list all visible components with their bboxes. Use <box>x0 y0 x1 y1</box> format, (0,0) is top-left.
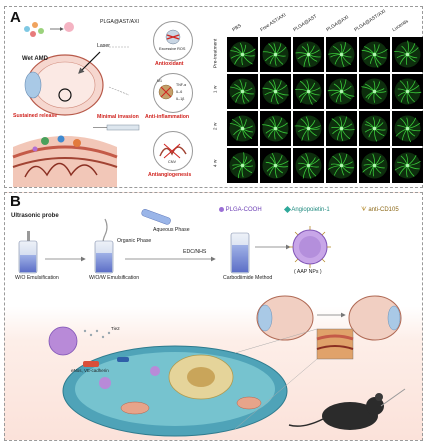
particle-label: PLGA@AST/AXI <box>100 19 139 25</box>
fundus-image <box>295 78 322 105</box>
wo-emulsification-label: W/O Emulsification <box>15 275 59 281</box>
column-header: PLGA@AST <box>292 14 319 34</box>
fundus-image <box>328 115 355 142</box>
column-header: PLGA@AST/AXI <box>353 9 387 34</box>
organic-phase-label: Organic Phase <box>117 238 152 244</box>
fundus-image <box>361 78 388 105</box>
row-header: 2 w <box>213 122 219 131</box>
angiogram-grid <box>227 37 423 183</box>
wow-emulsification-label: W/O/W Emulsification <box>89 275 140 281</box>
angiogram-cell <box>293 148 324 183</box>
legend-plga: PLGA-COOH <box>219 207 262 213</box>
excessive-ros-label: Excessive ROS <box>159 47 186 51</box>
angiogram-cell <box>227 148 258 183</box>
panel-b-letter: B <box>10 193 21 210</box>
anti-inflammation-label: Anti-inflammation <box>145 114 190 120</box>
fundus-image <box>394 78 422 105</box>
angiogram-cell <box>260 111 291 146</box>
fundus-image <box>229 115 256 142</box>
row-header: 4 w <box>213 159 219 168</box>
fundus-image <box>229 41 256 68</box>
fundus-image <box>361 41 388 68</box>
angiogram-cell <box>326 37 357 72</box>
angiogram-cell <box>359 148 390 183</box>
fundus-image <box>262 152 289 179</box>
angiogram-cell <box>392 74 423 109</box>
angiogram-cell <box>260 74 291 109</box>
fundus-image <box>361 152 388 179</box>
inflammation-callout: M1 TNF-α IL-6 IL-1β <box>153 73 193 113</box>
minimal-invasion-label: Minimal invasion <box>97 114 139 120</box>
fundus-image <box>361 115 388 142</box>
angiogram-cell <box>359 37 390 72</box>
fundus-image <box>262 41 289 68</box>
fundus-image <box>394 40 421 68</box>
panel-a: A PLGA@AST/AXI Wet AMD La <box>4 6 423 188</box>
ultrasonic-probe-label: Ultrasonic probe <box>11 213 59 219</box>
antiangiogenesis-label: Antiangiogenesis <box>148 172 192 178</box>
angiogram-cell <box>359 111 390 146</box>
cytokine-tnf: TNF-α <box>176 83 187 87</box>
edc-nhs-label: EDC/NHS <box>183 249 207 255</box>
column-header: PLGA@AXI <box>325 15 350 34</box>
angiogram-cell <box>293 111 324 146</box>
angiogram-cell <box>260 148 291 183</box>
fundus-image <box>394 152 421 179</box>
angiogram-cell <box>326 74 357 109</box>
aap-nps-label: ( AAP NPs ) <box>294 269 322 275</box>
column-header: Lucentis <box>391 19 410 34</box>
fundus-image <box>394 115 421 143</box>
tie2-label: Tie2 <box>111 326 120 331</box>
cnv-callout: CNV <box>153 131 193 171</box>
panel-b: B <box>4 192 423 441</box>
laser-label: Laser <box>97 43 110 49</box>
angiogram-cell <box>227 111 258 146</box>
angiogram-cell <box>227 37 258 72</box>
legend-angiopoietin: Angiopoietin-1 <box>283 205 330 214</box>
fundus-image <box>327 152 355 179</box>
row-header: 1 w <box>213 85 219 94</box>
fundus-image <box>327 78 355 105</box>
angiogram-cell <box>359 74 390 109</box>
sustained-release-label: Sustained release <box>13 113 58 119</box>
cell-label-enos: eNos, VE-cadherin <box>71 368 109 373</box>
column-header: PBS <box>231 23 243 34</box>
fundus-image <box>294 115 322 142</box>
angiogram-cell <box>260 37 291 72</box>
angiopoietin-icon <box>283 205 292 214</box>
antioxidant-label: Antioxidant <box>155 61 184 67</box>
angiogram-cell <box>293 37 324 72</box>
aqueous-phase-label: Aqueous Phase <box>153 227 190 233</box>
fundus-image <box>262 78 289 105</box>
angiogram-cell <box>392 148 423 183</box>
fundus-image <box>295 152 322 179</box>
cnv-label: CNV <box>168 160 177 164</box>
row-header: Pre-treatment <box>213 38 219 69</box>
legend-cd105: ᗐ anti-CD105 <box>361 207 399 213</box>
wet-amd-label: Wet AMD <box>22 56 48 62</box>
panel-a-letter: A <box>10 9 21 26</box>
angiogram-cell <box>392 37 423 72</box>
cytokine-m1: M1 <box>157 79 162 83</box>
fundus-image <box>328 41 355 68</box>
column-header: Free AST/AXI <box>259 12 288 34</box>
fundus-image <box>229 152 256 179</box>
angiogram-cell <box>392 111 423 146</box>
antibody-icon: ᗐ <box>361 207 367 213</box>
angiogram-cell <box>227 74 258 109</box>
synthesis-schematic <box>18 209 406 437</box>
angiogram-cell <box>326 111 357 146</box>
carbodiimide-label: Carbodiimide Method <box>223 275 273 281</box>
cytokine-il1b: IL-1β <box>176 97 185 101</box>
cytokine-il6: IL-6 <box>176 90 183 94</box>
angiogram-cell <box>326 148 357 183</box>
plga-dot-icon <box>219 207 224 212</box>
fundus-image <box>229 78 256 105</box>
fundus-image <box>262 115 289 142</box>
amd-schematic <box>12 22 140 187</box>
ros-callout: Excessive ROS <box>153 21 193 61</box>
angiogram-cell <box>293 74 324 109</box>
fundus-image <box>295 41 322 68</box>
